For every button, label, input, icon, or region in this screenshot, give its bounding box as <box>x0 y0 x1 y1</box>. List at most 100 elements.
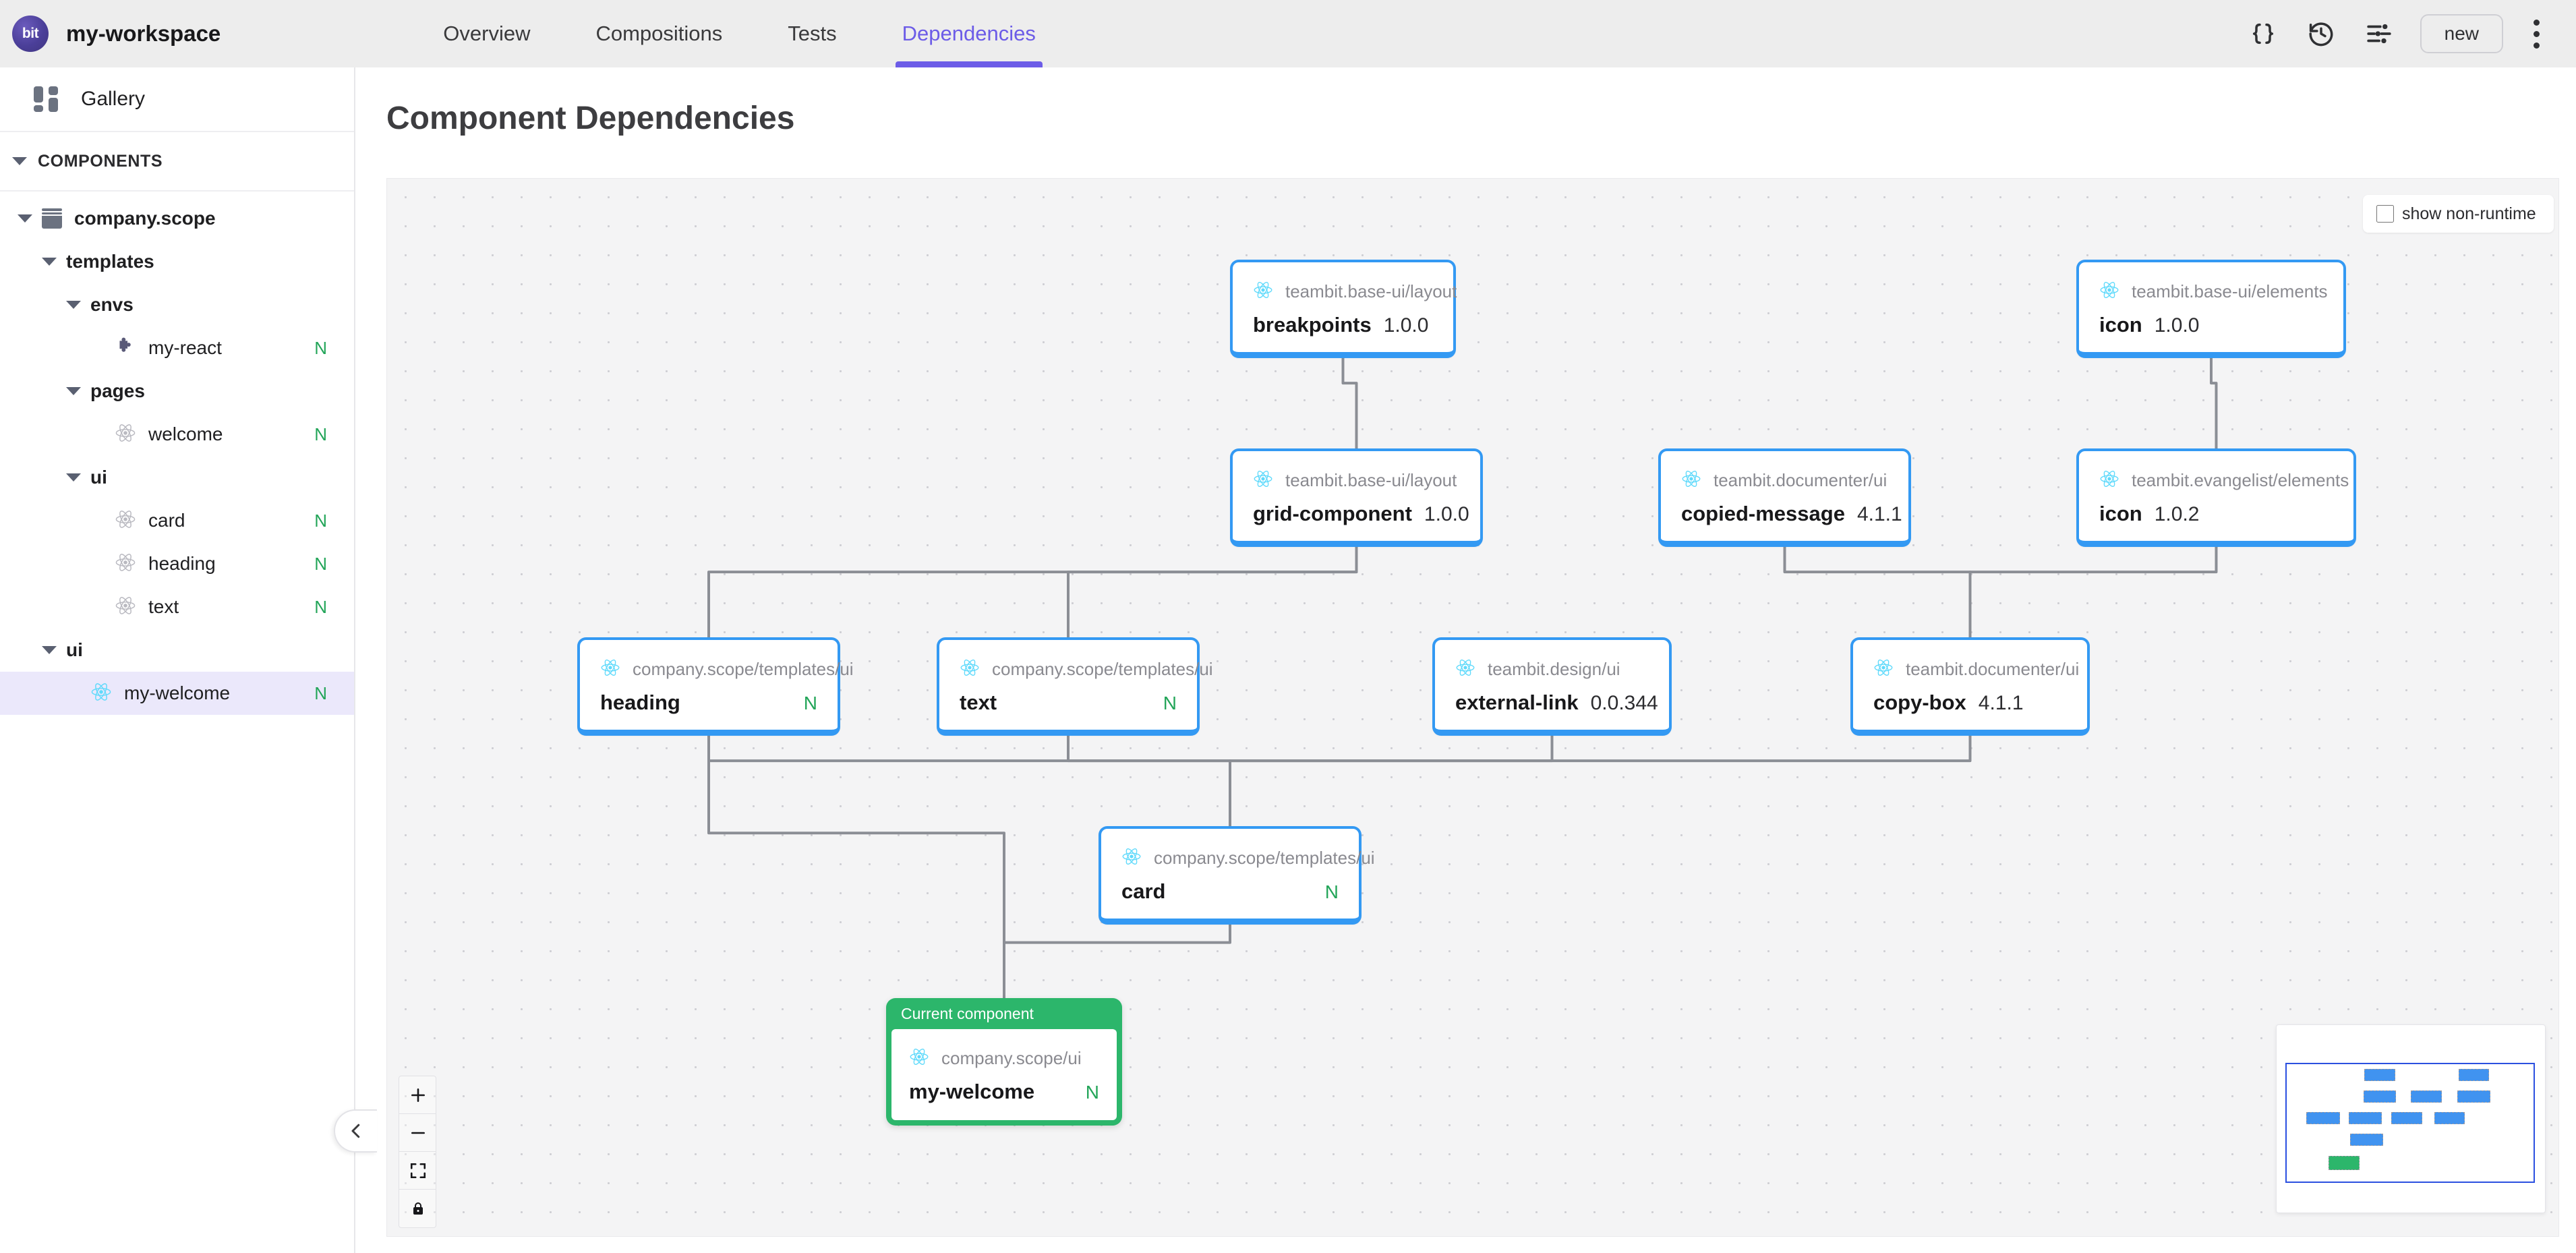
node-version: 4.1.1 <box>1978 692 2024 714</box>
status-badge: N <box>314 596 327 617</box>
node-scope: teambit.documenter/ui <box>1714 470 1887 490</box>
node-scope: company.scope/templates/ui <box>992 659 1213 679</box>
status-badge: N <box>314 424 327 444</box>
minimap-node <box>2391 1112 2422 1124</box>
minimap-node <box>2411 1090 2442 1103</box>
zoom-out-button[interactable] <box>399 1114 436 1152</box>
chevron-down-icon <box>12 157 27 165</box>
react-icon <box>115 508 136 533</box>
graph-edge <box>2200 324 2222 450</box>
sidebar-item-ui[interactable]: ui <box>0 629 354 672</box>
sidebar-item-label: envs <box>90 294 134 315</box>
top-bar: bit my-workspace Overview Compositions Tes… <box>0 0 2576 67</box>
sidebar-item-company-scope[interactable]: company.scope <box>0 197 354 240</box>
sidebar-item-my-welcome[interactable]: my-welcome N <box>0 672 354 715</box>
code-braces-icon[interactable] <box>2234 0 2292 67</box>
graph-edges <box>697 324 2227 999</box>
new-button[interactable]: new <box>2420 14 2503 53</box>
sliders-settings-icon[interactable] <box>2350 0 2408 67</box>
chevron-down-icon[interactable] <box>66 473 81 482</box>
chevron-down-icon[interactable] <box>42 258 57 266</box>
node-scope: teambit.evangelist/elements <box>2132 470 2349 490</box>
sidebar-item-ui[interactable]: ui <box>0 456 354 499</box>
sidebar-item-label: card <box>148 510 185 531</box>
node-scope: teambit.design/ui <box>1488 659 1620 679</box>
minimap-node <box>2364 1069 2395 1081</box>
status-badge: N <box>314 682 327 703</box>
node-name: icon <box>2099 313 2142 337</box>
sidebar-item-label: my-welcome <box>124 682 231 703</box>
sidebar-item-label: ui <box>66 639 83 660</box>
main-tabs: Overview Compositions Tests Dependencies <box>443 0 1101 67</box>
react-icon <box>1455 658 1475 681</box>
minimap-node <box>2457 1090 2490 1103</box>
sidebar-item-envs[interactable]: envs <box>0 283 354 326</box>
tab-compositions[interactable]: Compositions <box>595 22 723 45</box>
node-scope: teambit.base-ui/layout <box>1285 281 1457 301</box>
components-section-header[interactable]: COMPONENTS <box>0 132 354 192</box>
react-icon <box>115 422 136 447</box>
graph-minimap[interactable] <box>2276 1024 2546 1213</box>
tab-overview[interactable]: Overview <box>443 22 531 45</box>
sidebar-item-gallery[interactable]: Gallery <box>0 67 354 132</box>
show-non-runtime-toggle[interactable]: show non-runtime <box>2363 195 2554 233</box>
sidebar-item-label: pages <box>90 380 145 401</box>
grid-gallery-icon <box>34 86 59 112</box>
zoom-in-button[interactable] <box>399 1076 436 1114</box>
sidebar-item-pages[interactable]: pages <box>0 370 354 413</box>
page-title: Component Dependencies <box>386 100 795 136</box>
chevron-down-icon[interactable] <box>18 214 32 223</box>
chevron-down-icon[interactable] <box>66 387 81 395</box>
scope-box-icon <box>42 208 62 229</box>
status-badge: N <box>314 553 327 574</box>
react-icon <box>115 552 136 577</box>
graph-edge <box>1968 513 2227 639</box>
minimap-viewport[interactable] <box>2285 1063 2535 1183</box>
node-name: icon <box>2099 502 2142 525</box>
kebab-menu-icon[interactable] <box>2515 0 2557 67</box>
fit-screen-icon[interactable] <box>399 1152 436 1190</box>
minimap-node <box>2350 1134 2383 1146</box>
show-non-runtime-label[interactable]: show non-runtime <box>2402 204 2536 223</box>
sidebar-item-label: Gallery <box>81 88 146 110</box>
show-non-runtime-checkbox[interactable] <box>2376 205 2394 223</box>
tab-dependencies[interactable]: Dependencies <box>895 0 1043 67</box>
lock-icon[interactable] <box>399 1190 436 1227</box>
puzzle-icon <box>115 336 136 361</box>
chevron-down-icon[interactable] <box>66 301 81 309</box>
workspace-brand[interactable]: bit my-workspace <box>12 16 221 52</box>
minimap-node <box>2364 1090 2396 1103</box>
react-icon <box>909 1047 929 1070</box>
node-name: grid-component <box>1253 502 1412 525</box>
history-clock-icon[interactable] <box>2292 0 2350 67</box>
node-name: card <box>1121 879 1166 903</box>
minimap-node <box>2434 1112 2465 1124</box>
sidebar-collapse-button[interactable] <box>334 1109 377 1153</box>
bit-logo-icon: bit <box>12 16 49 52</box>
react-icon <box>1873 658 1894 681</box>
chevron-down-icon[interactable] <box>42 646 57 654</box>
sidebar-item-label: my-react <box>148 337 222 358</box>
tab-tests[interactable]: Tests <box>788 22 837 45</box>
sidebar-item-templates[interactable]: templates <box>0 240 354 283</box>
node-scope: company.scope/ui <box>941 1048 1082 1068</box>
